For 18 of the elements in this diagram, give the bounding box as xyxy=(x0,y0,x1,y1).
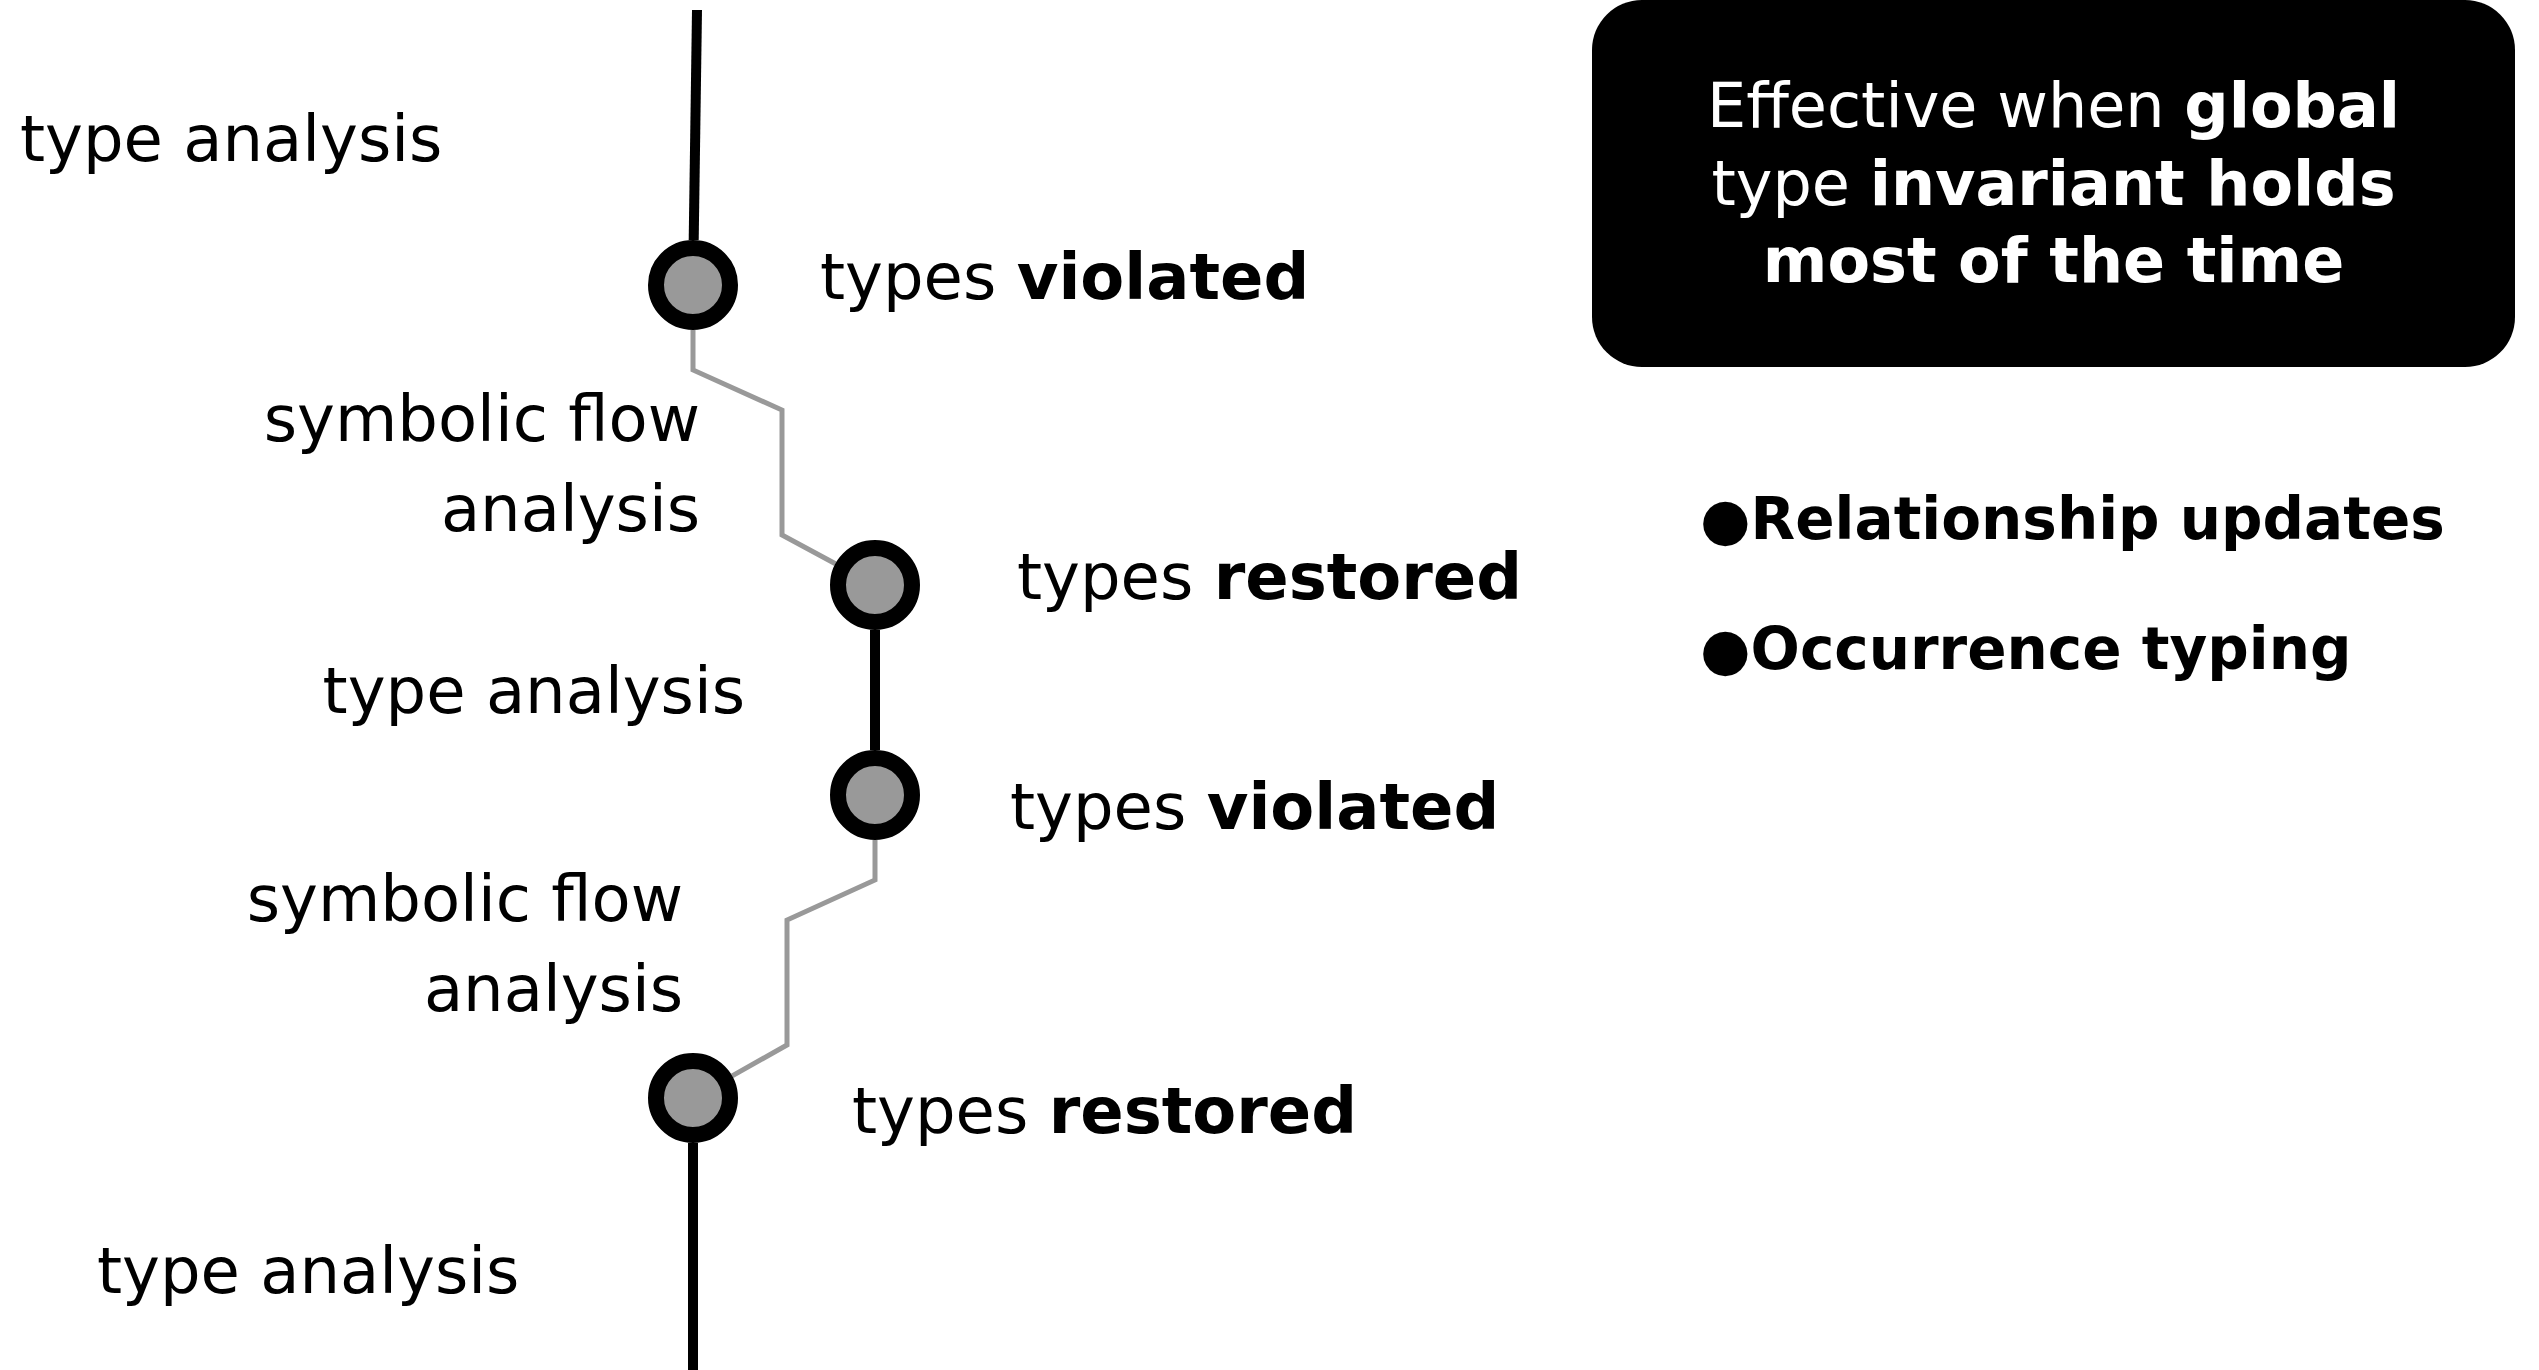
line-segment xyxy=(690,330,837,566)
bullet-item: ●Relationship updates xyxy=(1700,484,2445,556)
edge-label: type analysis xyxy=(97,1233,520,1311)
station-label: types violated xyxy=(1010,769,1500,847)
edge-label: symbolic flow analysis xyxy=(245,861,683,1028)
edge-label: symbolic flow analysis xyxy=(262,381,700,548)
edge-label: type analysis xyxy=(20,101,443,179)
station-label: types restored xyxy=(852,1073,1358,1151)
line-segment xyxy=(688,9,702,241)
note-box xyxy=(1592,0,2515,367)
station-label: types violated xyxy=(820,239,1310,317)
line-segment xyxy=(688,1143,698,1370)
bullet-item: ●Occurrence typing xyxy=(1700,614,2352,686)
line-segment xyxy=(730,840,878,1079)
station-label: types restored xyxy=(1017,539,1523,617)
line-segment xyxy=(870,630,880,750)
edge-label: type analysis xyxy=(321,653,745,731)
note-text: Effective when global type invariant holds most of the time xyxy=(1705,68,2402,300)
